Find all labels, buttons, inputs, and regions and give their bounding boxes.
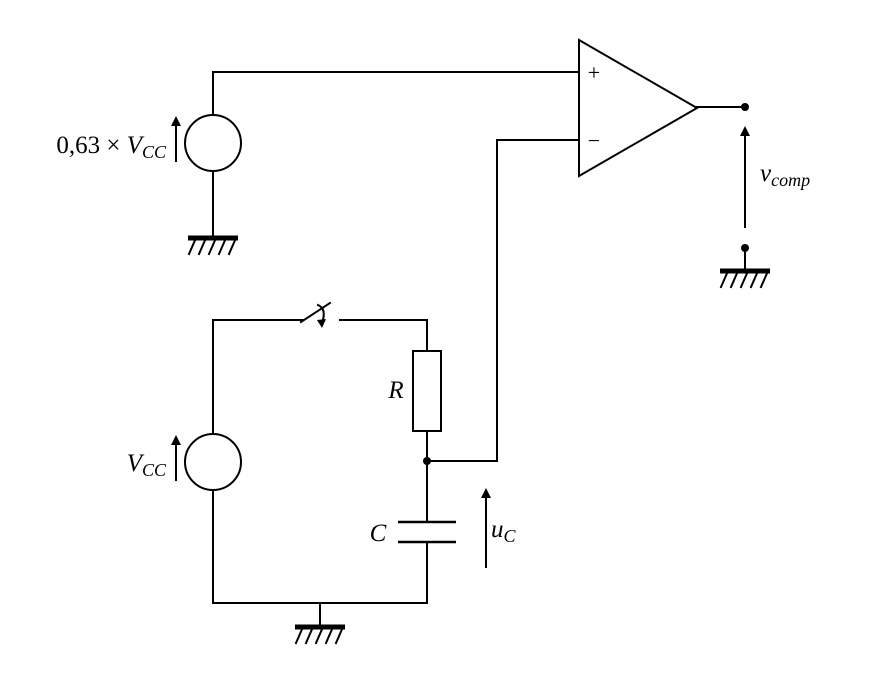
reference-branch: 0,63 × VCC [56, 71, 580, 256]
ground-symbol-output [719, 268, 770, 289]
vcomp-label: vcomp [760, 160, 810, 190]
rc-circuit: R C uC VCC [127, 139, 517, 645]
vcc-voltage-source [184, 433, 242, 491]
reference-voltage-source [184, 114, 242, 172]
wire-left-top [212, 319, 304, 435]
ref-source-label: 0,63 × VCC [56, 132, 167, 162]
output-terminal [741, 103, 749, 111]
vcc-label: VCC [127, 450, 167, 480]
capacitor-label: C [370, 520, 387, 547]
wire-right-top [339, 319, 428, 352]
opamp-triangle [578, 38, 700, 178]
wire-bottom-loop [212, 489, 428, 604]
resistor [412, 350, 442, 432]
wire-plus-input [212, 71, 580, 116]
minus-input-sign: − [588, 128, 600, 153]
ground-symbol-bottom [294, 624, 345, 645]
ground-symbol-ref [187, 235, 238, 256]
wire-node-to-minus [426, 139, 498, 462]
comparator: + − [496, 38, 749, 178]
switch [299, 301, 332, 328]
uc-label: uC [491, 516, 517, 546]
output-measurement: vcomp [719, 126, 810, 289]
resistor-label: R [387, 377, 403, 404]
plus-input-sign: + [588, 60, 600, 85]
